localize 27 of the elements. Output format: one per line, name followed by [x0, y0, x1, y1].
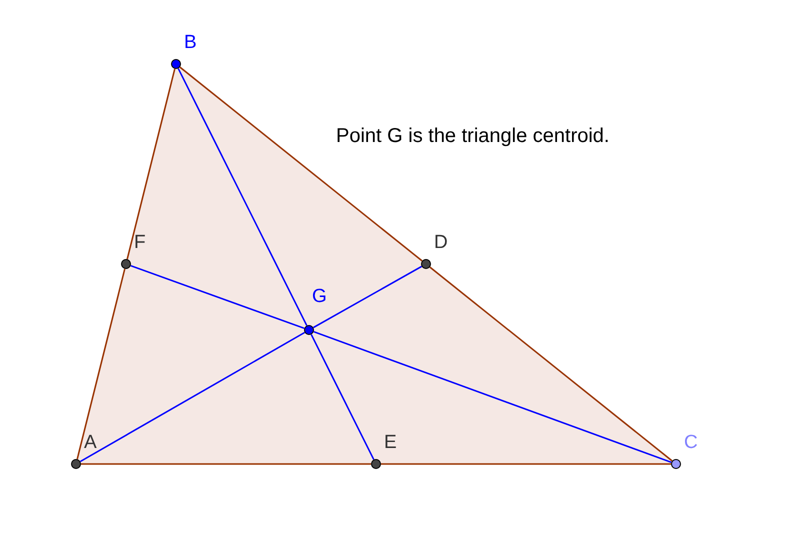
point-label: A [84, 433, 97, 453]
point-label: G [312, 287, 327, 307]
point-label: B [184, 33, 197, 53]
line-segment [381, 463, 671, 465]
line-segment [179, 66, 423, 262]
labeled-point [304, 287, 326, 335]
labeled-point [71, 433, 98, 469]
line-segment [130, 264, 305, 330]
line-segment [126, 68, 176, 260]
line-segment [76, 268, 126, 460]
point-label: F [134, 233, 146, 253]
labeled-point [121, 233, 148, 269]
line-segment [81, 463, 371, 465]
line-segment [310, 334, 374, 460]
line-segment [313, 331, 672, 463]
point-label: C [684, 433, 698, 453]
line-segment [312, 266, 422, 328]
labeled-point [421, 233, 448, 269]
line-segment [80, 332, 306, 462]
labeled-point [671, 433, 698, 469]
labeled-point [171, 33, 198, 69]
labeled-point [371, 433, 398, 469]
line-segment [429, 266, 673, 462]
note-text: Point G is the triangle centroid. [336, 124, 610, 148]
line-segment [178, 68, 308, 326]
point-label: D [434, 233, 448, 253]
point-label: E [384, 433, 397, 453]
